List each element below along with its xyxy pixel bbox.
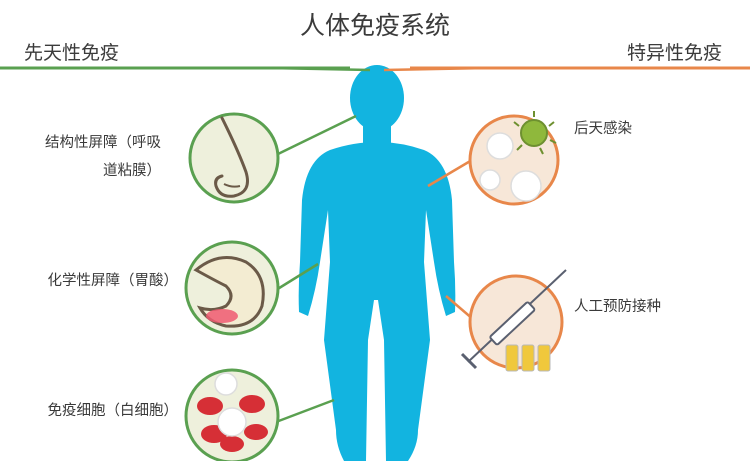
immune-cells-label: 免疫细胞（白细胞） — [47, 403, 179, 419]
stomach-icon — [184, 240, 280, 336]
connector-adaptive-head — [383, 66, 489, 72]
nose-icon — [188, 112, 280, 204]
structural-barrier-label-cont: 道粘膜） — [103, 163, 161, 179]
innate-immunity-heading: 先天性免疫 — [24, 42, 120, 64]
human-body-icon — [298, 65, 456, 461]
page-title: 人体免疫系统 — [299, 11, 450, 40]
connector-chemical — [275, 262, 319, 292]
blood-cells-icon — [184, 368, 280, 461]
connector-cells — [275, 398, 335, 424]
connector-acquired — [427, 158, 473, 188]
chemical-barrier-label: 化学性屏障（胃酸） — [47, 273, 179, 289]
syringe-icon — [460, 269, 567, 372]
structural-barrier-label: 结构性屏障（呼吸 — [45, 135, 161, 151]
virus-icon — [468, 111, 560, 206]
adaptive-immunity-heading: 特异性免疫 — [626, 42, 722, 64]
connector-innate-head — [269, 66, 371, 72]
acquired-infection-label: 后天感染 — [574, 121, 632, 137]
connector-structural — [277, 114, 357, 156]
vaccination-label: 人工预防接种 — [574, 299, 661, 315]
